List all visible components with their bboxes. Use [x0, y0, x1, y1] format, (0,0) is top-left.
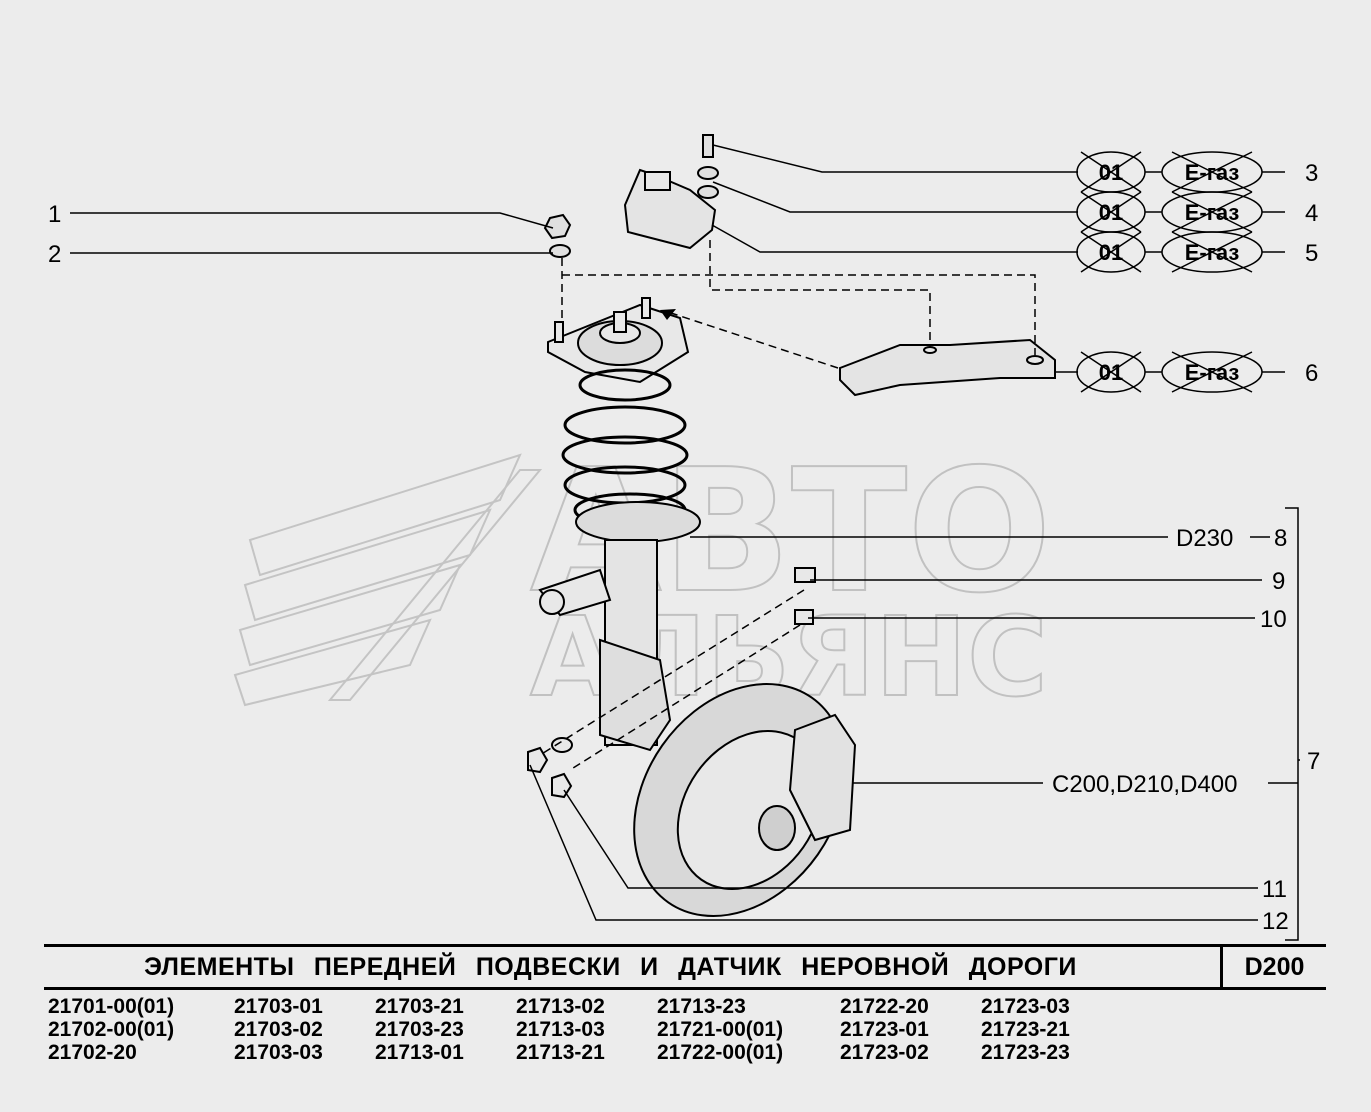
callout-9: 9 [1272, 568, 1285, 595]
model-code: 21723-23 [981, 1041, 1070, 1064]
model-code: 21722-00(01) [657, 1041, 784, 1064]
model-column: 21723-03 21723-21 21723-23 [981, 995, 1070, 1064]
tag-row-4: 01 Е-газ [1076, 191, 1263, 233]
tag-01: 01 [1099, 160, 1123, 185]
strut-assembly-drawing [527, 134, 1056, 917]
model-code: 21723-03 [981, 995, 1070, 1018]
leader-lines [70, 144, 1300, 941]
callout-3: 3 [1305, 160, 1318, 187]
tag-row-3: 01 Е-газ [1076, 151, 1263, 193]
tag-01: 01 [1099, 240, 1123, 265]
tag-egas: Е-газ [1185, 160, 1240, 185]
model-code: 21703-02 [234, 1018, 323, 1041]
model-code: 21713-02 [516, 995, 605, 1018]
ref-c200-d210-d400: C200,D210,D400 [1052, 771, 1237, 798]
tag-row-6: 01 Е-газ [1076, 351, 1263, 393]
tag-row-5: 01 Е-газ [1076, 231, 1263, 273]
callout-7: 7 [1307, 748, 1320, 775]
model-code: 21703-03 [234, 1041, 323, 1064]
model-column: 21703-01 21703-02 21703-03 [234, 995, 323, 1064]
callout-8: 8 [1274, 525, 1287, 552]
callout-2: 2 [48, 241, 61, 268]
callout-5: 5 [1305, 240, 1318, 267]
tag-01: 01 [1099, 360, 1123, 385]
variant-tags: 01 Е-газ 01 Е-газ 01 Е-газ 01 [1076, 151, 1263, 393]
model-code: 21703-23 [375, 1018, 464, 1041]
callout-numbers: 1 2 3 4 5 6 7 8 9 10 11 12 D230 C200,D21… [48, 160, 1320, 935]
model-code: 21723-01 [840, 1018, 929, 1041]
title-bar: ЭЛЕМЕНТЫ ПЕРЕДНЕЙ ПОДВЕСКИ И ДАТЧИК НЕРО… [44, 944, 1326, 990]
model-code: 21713-01 [375, 1041, 464, 1064]
model-code: 21703-01 [234, 995, 323, 1018]
model-column: 21701-00(01) 21702-00(01) 21702-20 [48, 995, 174, 1064]
callout-10: 10 [1260, 606, 1287, 633]
model-column: 21722-20 21723-01 21723-02 [840, 995, 929, 1064]
tag-egas: Е-газ [1185, 200, 1240, 225]
model-column: 21713-02 21713-03 21713-21 [516, 995, 605, 1064]
model-column: 21703-21 21703-23 21713-01 [375, 995, 464, 1064]
model-code: 21713-21 [516, 1041, 605, 1064]
model-code: 21722-20 [840, 995, 929, 1018]
arrow-head [660, 309, 676, 320]
tag-egas: Е-газ [1185, 240, 1240, 265]
model-code: 21702-00(01) [48, 1018, 175, 1041]
diagram-title: ЭЛЕМЕНТЫ ПЕРЕДНЕЙ ПОДВЕСКИ И ДАТЧИК НЕРО… [144, 953, 1077, 981]
callout-6: 6 [1305, 360, 1318, 387]
model-code: 21703-21 [375, 995, 464, 1018]
tag-egas: Е-газ [1185, 360, 1240, 385]
model-code: 21701-00(01) [48, 995, 175, 1018]
model-column: 21713-23 21721-00(01) 21722-00(01) [657, 995, 783, 1064]
callout-1: 1 [48, 201, 61, 228]
model-code: 21721-00(01) [657, 1018, 784, 1041]
ref-d230: D230 [1176, 525, 1233, 552]
callout-4: 4 [1305, 200, 1318, 227]
callout-11: 11 [1262, 876, 1287, 903]
model-code: 21723-02 [840, 1041, 929, 1064]
model-code: 21723-21 [981, 1018, 1070, 1041]
model-code: 21713-23 [657, 995, 746, 1018]
title-divider [1220, 947, 1223, 987]
callout-12: 12 [1262, 908, 1289, 935]
tag-01: 01 [1099, 200, 1123, 225]
assembly-guides [539, 240, 1036, 771]
section-code: D200 [1244, 953, 1305, 981]
model-code: 21713-03 [516, 1018, 605, 1041]
model-code: 21702-20 [48, 1041, 137, 1064]
